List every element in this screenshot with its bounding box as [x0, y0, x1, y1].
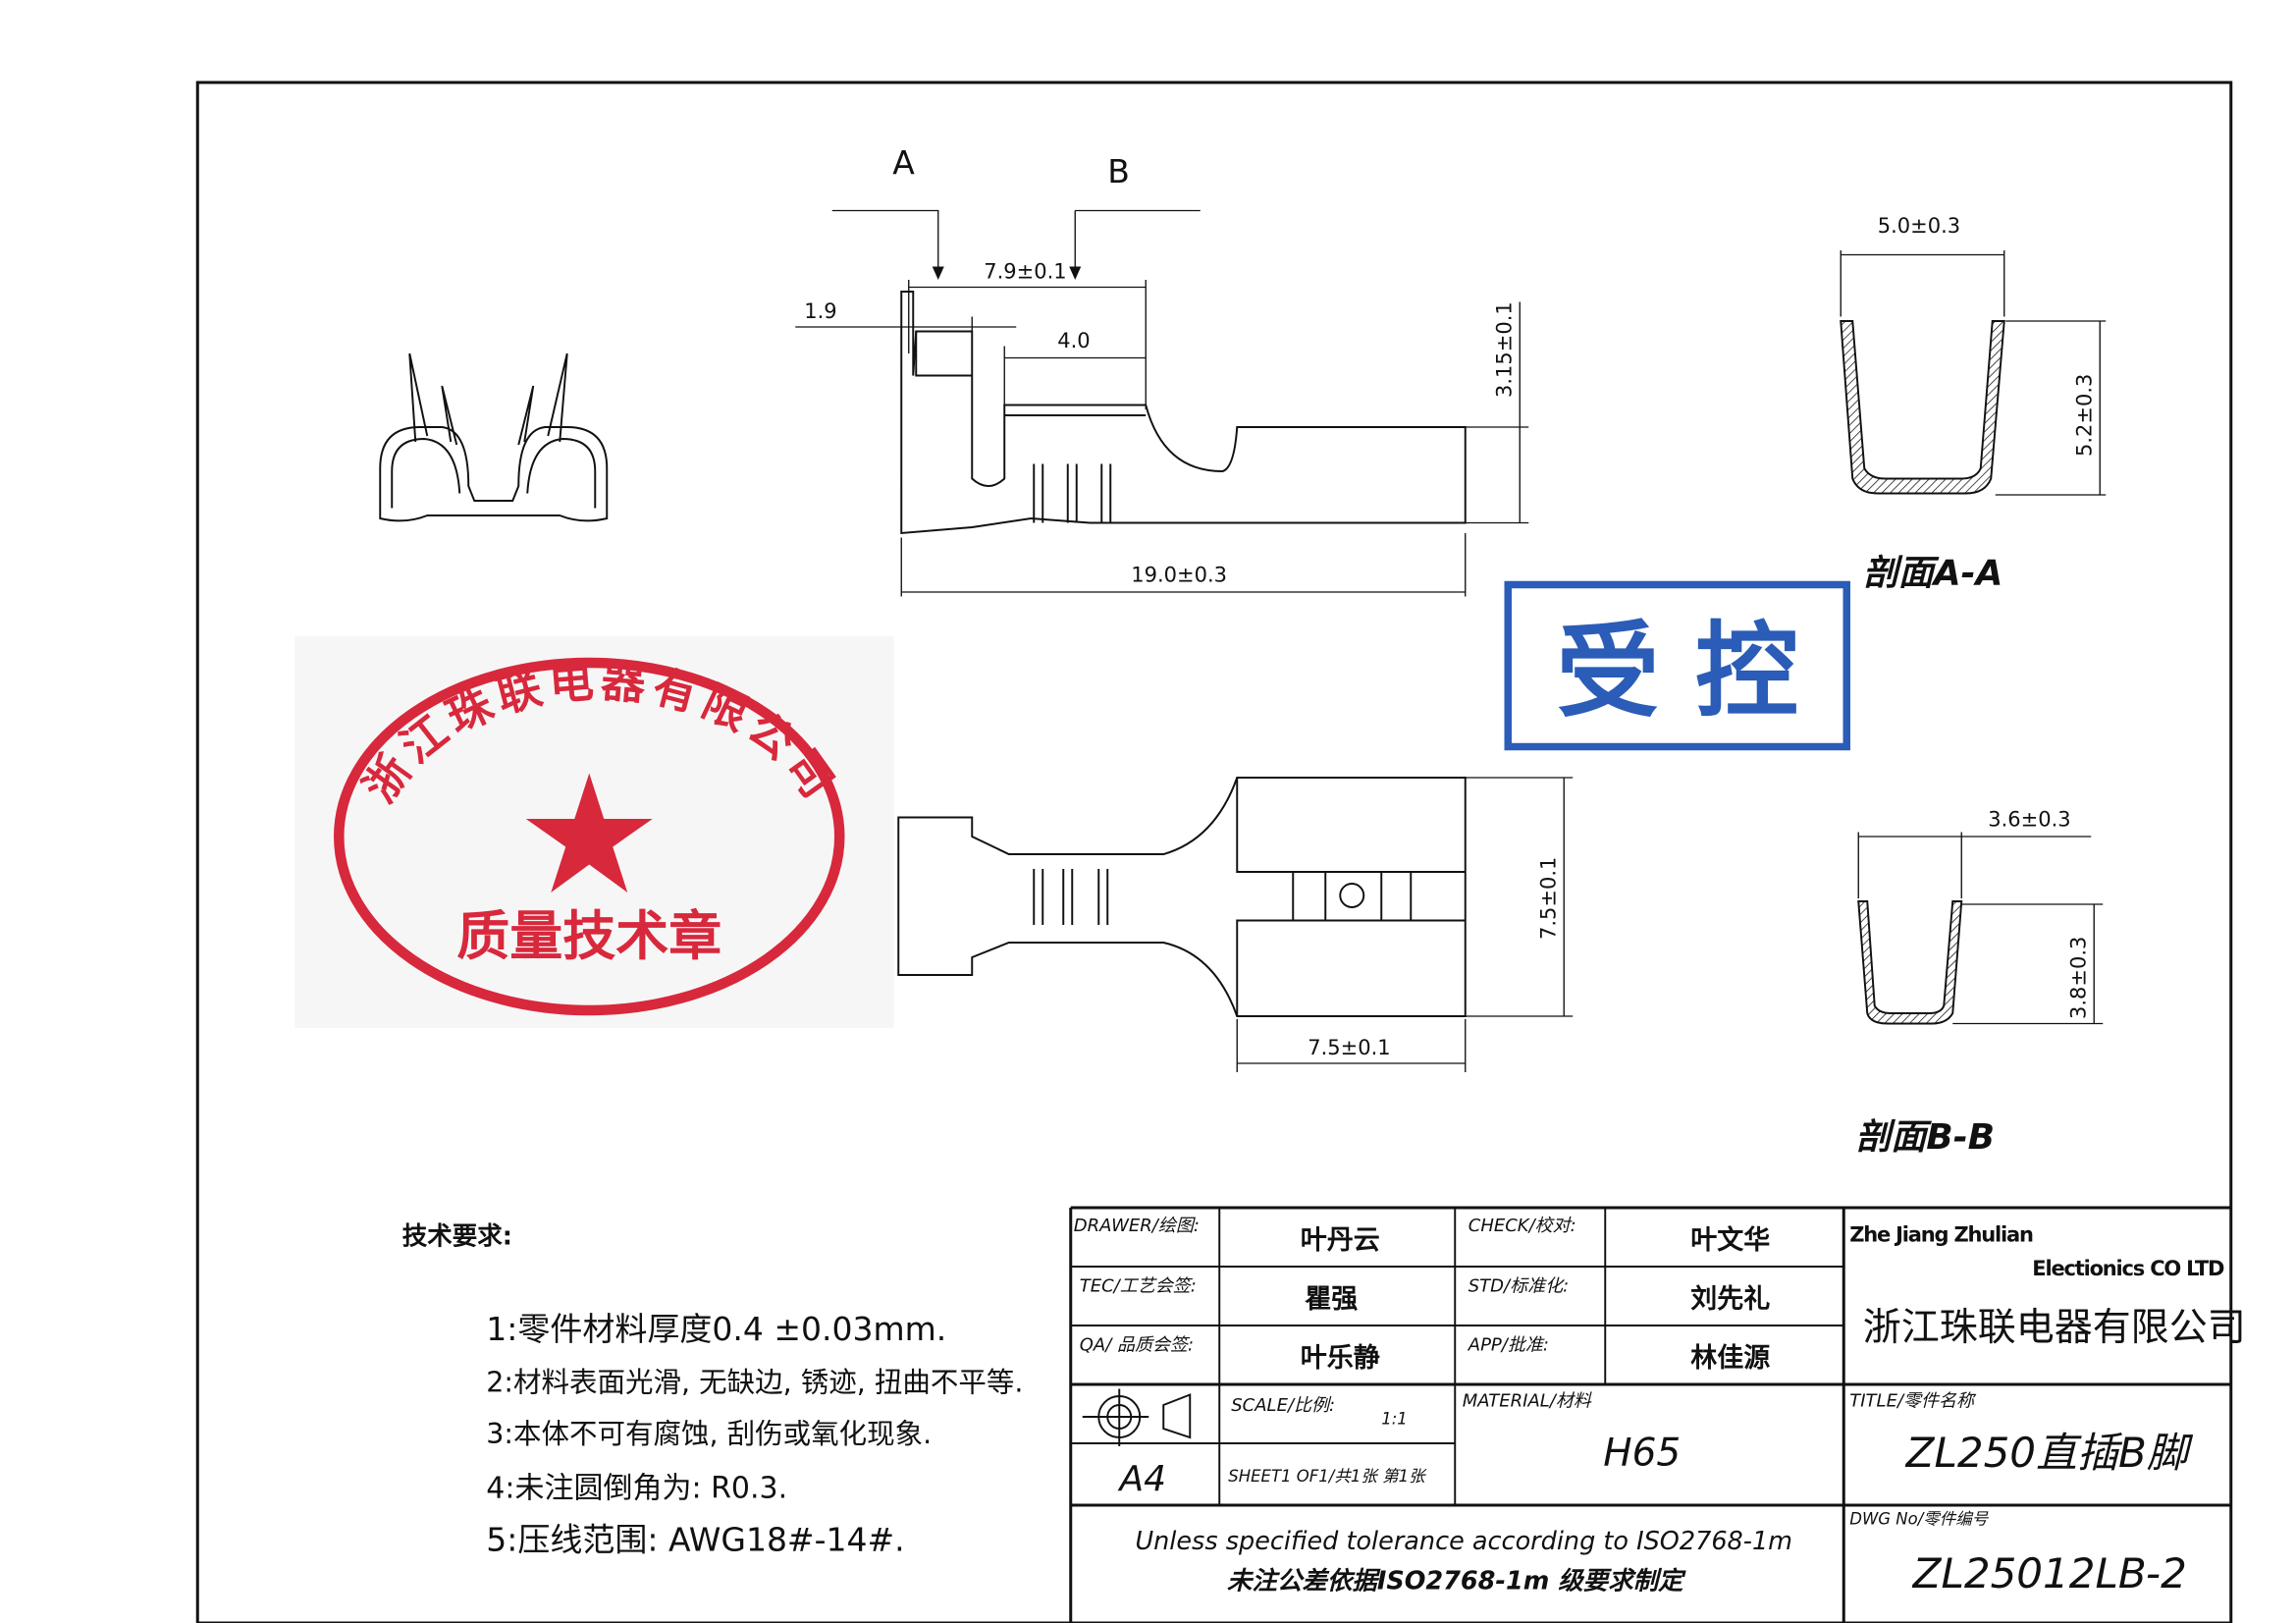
quality-seal-stamp: 浙江珠联电器有限公司 质量技术章	[294, 636, 894, 1028]
drawing-border	[195, 81, 2233, 1623]
qa-label: QA/ 品质会签:	[1080, 1335, 1194, 1356]
section-marker-b: B	[1107, 152, 1130, 190]
tec-label: TEC/工艺会签:	[1080, 1276, 1197, 1297]
company-cn: 浙江珠联电器有限公司	[1863, 1306, 2246, 1350]
check-label: CHECK/校对:	[1468, 1216, 1576, 1236]
side-view: A B 7.9±0.1 1.9 4.0 3.15±0.1 19.0±0.3	[795, 143, 1529, 597]
tolerance-en: Unless specified tolerance according to …	[1135, 1527, 1792, 1556]
projection-symbol-icon	[1082, 1388, 1192, 1446]
drawer-label: DRAWER/绘图:	[1074, 1216, 1200, 1236]
scale-label: SCALE/比例:	[1231, 1395, 1335, 1416]
requirements-title: 技术要求:	[402, 1222, 512, 1252]
dim-19-0: 19.0±0.3	[1131, 564, 1227, 587]
section-b-b: 3.6±0.3 3.8±0.3 剖面B-B	[1855, 808, 2104, 1158]
app-name: 林佳源	[1690, 1343, 1770, 1374]
app-label: APP/批准:	[1468, 1335, 1549, 1356]
technical-requirements: 技术要求: 1:零件材料厚度0.4 ±0.03mm. 2:材料表面光滑, 无缺边…	[402, 1222, 1024, 1559]
dim-5-0: 5.0±0.3	[1878, 214, 1960, 238]
dwg-label: DWG No/零件编号	[1849, 1510, 1990, 1529]
material-value: H65	[1603, 1432, 1681, 1476]
std-label: STD/标准化:	[1468, 1276, 1569, 1297]
paper-size: A4	[1117, 1459, 1166, 1499]
dim-3-8: 3.8±0.3	[2066, 937, 2090, 1019]
tolerance-cn: 未注公差依据ISO2768-1m 级要求制定	[1227, 1567, 1686, 1596]
section-b-label: 剖面B-B	[1855, 1117, 1995, 1158]
scale-value: 1:1	[1381, 1410, 1408, 1429]
isometric-view	[379, 352, 609, 522]
dim-5-2: 5.2±0.3	[2072, 374, 2096, 457]
title-block: DRAWER/绘图: 叶丹云 CHECK/校对: 叶文华 TEC/工艺会签: 瞿…	[1069, 1206, 2246, 1623]
dim-7-5-vertical: 7.5±0.1	[1536, 857, 1560, 940]
dim-3-6: 3.6±0.3	[1988, 808, 2070, 832]
title-label: TITLE/零件名称	[1849, 1391, 1977, 1412]
seal-label-text: 质量技术章	[456, 905, 721, 967]
star-icon	[525, 773, 653, 893]
requirement-item: 4:未注圆倒角为: R0.3.	[486, 1472, 787, 1506]
dim-1-9: 1.9	[804, 299, 836, 323]
dim-3-15: 3.15±0.1	[1492, 301, 1516, 398]
controlled-stamp-text: 受 控	[1556, 612, 1798, 731]
material-label: MATERIAL/材料	[1463, 1391, 1592, 1412]
check-name: 叶文华	[1690, 1224, 1770, 1256]
top-view: 7.5±0.1 7.5±0.1	[897, 777, 1574, 1072]
sheet-info: SHEET1 OF1/共1张 第1张	[1228, 1467, 1427, 1486]
company-en-line1: Zhe Jiang Zhulian	[1849, 1223, 2033, 1247]
drawer-name: 叶丹云	[1301, 1225, 1380, 1256]
controlled-stamp: 受 控	[1504, 580, 1850, 751]
dim-7-9: 7.9±0.1	[984, 260, 1066, 284]
qa-name: 叶乐静	[1301, 1343, 1380, 1374]
tec-name: 瞿强	[1305, 1284, 1358, 1315]
section-marker-a: A	[892, 143, 915, 182]
requirement-item: 1:零件材料厚度0.4 ±0.03mm.	[486, 1310, 946, 1348]
dim-4-0: 4.0	[1057, 329, 1090, 352]
requirement-item: 5:压线范围: AWG18#-14#.	[486, 1521, 904, 1559]
part-title: ZL250直插B脚	[1905, 1429, 2194, 1477]
requirement-item: 2:材料表面光滑, 无缺边, 锈迹, 扭曲不平等.	[486, 1367, 1023, 1399]
dwg-number: ZL25012LB-2	[1912, 1549, 2187, 1597]
dim-7-5-horizontal: 7.5±0.1	[1308, 1036, 1390, 1059]
section-a-a: 5.0±0.3 5.2±0.3 剖面A-A	[1840, 214, 2107, 594]
requirement-item: 3:本体不可有腐蚀, 刮伤或氧化现象.	[486, 1418, 932, 1450]
company-en-line2: Electionics CO LTD	[2032, 1257, 2224, 1280]
std-name: 刘先礼	[1690, 1283, 1770, 1315]
section-a-label: 剖面A-A	[1863, 554, 2003, 594]
